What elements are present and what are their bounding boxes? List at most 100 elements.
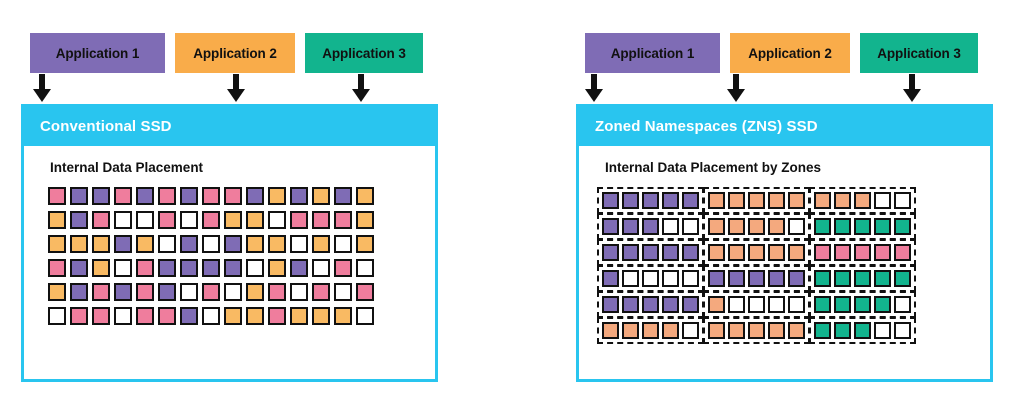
data-block-peach (708, 296, 725, 313)
data-block-teal (854, 270, 871, 287)
data-block-white (728, 296, 745, 313)
data-block-white (290, 235, 308, 253)
left-app-box-2: Application 2 (175, 33, 295, 73)
data-block-purple (158, 259, 176, 277)
left-app-label-2: Application 2 (193, 45, 277, 61)
data-block-purple (158, 283, 176, 301)
data-block-purple (622, 218, 639, 235)
spacer (850, 33, 860, 73)
zone-3 (809, 265, 916, 292)
data-block-peach (728, 218, 745, 235)
left-app-label-3: Application 3 (322, 45, 406, 61)
data-block-orange (312, 307, 330, 325)
data-block-orange (312, 235, 330, 253)
data-block-purple (602, 270, 619, 287)
data-block-white (894, 192, 911, 209)
conventional-data-grid (24, 187, 435, 325)
data-block-orange (224, 307, 242, 325)
data-block-pink (202, 187, 220, 205)
data-block-white (622, 270, 639, 287)
zns-ssd-body: Internal Data Placement by Zones (579, 146, 990, 344)
zns-grid-row (597, 239, 990, 266)
data-block-orange (334, 307, 352, 325)
conventional-grid-row (48, 187, 435, 205)
data-block-teal (814, 322, 831, 339)
data-block-orange (356, 211, 374, 229)
data-block-orange (70, 235, 88, 253)
right-app-label-3: Application 3 (877, 45, 961, 61)
data-block-purple (642, 244, 659, 261)
data-block-orange (92, 259, 110, 277)
data-block-white (114, 211, 132, 229)
data-block-white (268, 211, 286, 229)
data-block-pink (894, 244, 911, 261)
left-app-label-1: Application 1 (55, 45, 140, 61)
data-block-white (682, 322, 699, 339)
data-block-pink (834, 244, 851, 261)
zone-3 (809, 187, 916, 214)
data-block-orange (246, 235, 264, 253)
data-block-pink (158, 307, 176, 325)
data-block-peach (708, 322, 725, 339)
data-block-peach (662, 322, 679, 339)
data-block-white (202, 307, 220, 325)
data-block-teal (814, 218, 831, 235)
spacer (165, 33, 175, 73)
conventional-grid-row (48, 283, 435, 301)
conventional-grid-row (48, 235, 435, 253)
data-block-pink (158, 211, 176, 229)
data-block-white (894, 322, 911, 339)
data-block-peach (728, 322, 745, 339)
arrow-head (227, 89, 245, 102)
data-block-white (642, 270, 659, 287)
data-block-purple (70, 259, 88, 277)
arrow-shaft (909, 74, 915, 92)
data-block-purple (682, 296, 699, 313)
left-app-box-1: Application 1 (30, 33, 165, 73)
data-block-pink (92, 283, 110, 301)
data-block-pink (312, 211, 330, 229)
conventional-ssd-title-bar: Conventional SSD (24, 107, 435, 146)
data-block-purple (622, 296, 639, 313)
data-block-white (202, 235, 220, 253)
data-block-teal (854, 296, 871, 313)
data-block-white (224, 283, 242, 301)
data-block-orange (268, 259, 286, 277)
data-block-purple (290, 259, 308, 277)
data-block-purple (224, 259, 242, 277)
data-block-purple (642, 218, 659, 235)
data-block-peach (788, 322, 805, 339)
data-block-peach (834, 192, 851, 209)
data-block-purple (290, 187, 308, 205)
data-block-peach (642, 322, 659, 339)
data-block-orange (312, 187, 330, 205)
data-block-orange (356, 235, 374, 253)
zns-ssd-title-bar: Zoned Namespaces (ZNS) SSD (579, 107, 990, 146)
data-block-purple (180, 307, 198, 325)
data-block-peach (748, 322, 765, 339)
arrow-head (727, 89, 745, 102)
data-block-purple (202, 259, 220, 277)
data-block-purple (602, 244, 619, 261)
data-block-white (662, 218, 679, 235)
zone-1 (597, 265, 704, 292)
data-block-teal (834, 218, 851, 235)
data-block-peach (768, 322, 785, 339)
zone-1 (597, 187, 704, 214)
data-block-white (48, 307, 66, 325)
data-block-teal (854, 322, 871, 339)
data-block-orange (136, 235, 154, 253)
data-block-orange (224, 211, 242, 229)
conventional-grid-row (48, 259, 435, 277)
data-block-pink (48, 187, 66, 205)
data-block-white (768, 296, 785, 313)
data-block-pink (92, 307, 110, 325)
data-block-orange (268, 187, 286, 205)
data-block-purple (622, 192, 639, 209)
right-app-box-2: Application 2 (730, 33, 850, 73)
zone-2 (703, 213, 810, 240)
zone-3 (809, 213, 916, 240)
data-block-teal (894, 270, 911, 287)
data-block-peach (708, 218, 725, 235)
data-block-white (662, 270, 679, 287)
